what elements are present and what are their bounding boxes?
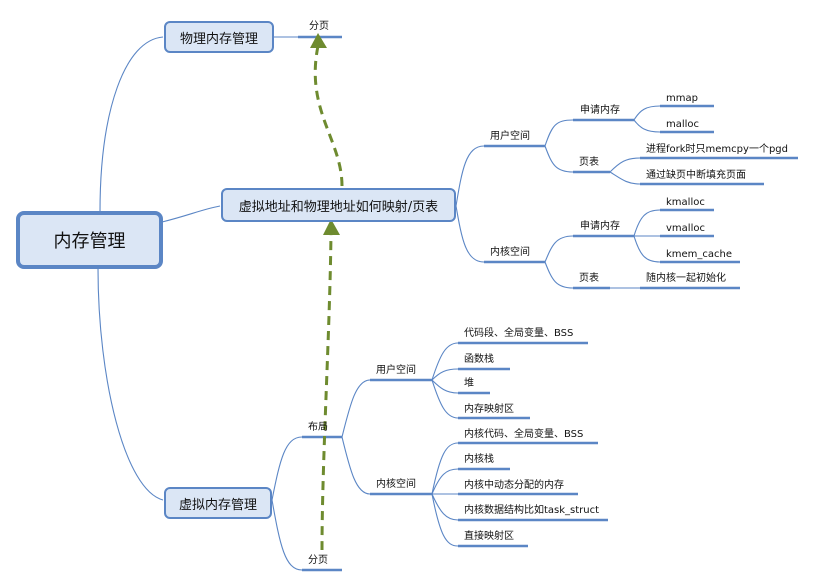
node-kernel-dynamic[interactable]: 内核中动态分配的内存 (464, 480, 564, 491)
link-vkernel-4 (431, 493, 459, 521)
node-vuser-space[interactable]: 用户空间 (376, 365, 416, 376)
node-kernel-code[interactable]: 内核代码、全局变量、BSS (464, 429, 584, 440)
node-mmap-area[interactable]: 内存映射区 (464, 404, 514, 415)
arrowhead-lower (323, 219, 340, 235)
link-vkernel-2 (431, 468, 459, 495)
link-pt-fork (609, 157, 641, 173)
link-virtual-paging (271, 499, 303, 571)
node-kmalloc[interactable]: kmalloc (666, 197, 705, 208)
node-vmalloc[interactable]: vmalloc (666, 223, 705, 234)
node-layout[interactable]: 布局 (308, 422, 328, 433)
link-vuser-3 (431, 379, 459, 394)
node-malloc[interactable]: malloc (666, 119, 700, 130)
node-direct-map[interactable]: 直接映射区 (464, 531, 514, 542)
node-task-struct[interactable]: 内核数据结构比如task_struct (464, 505, 600, 516)
node-kmem-cache[interactable]: kmem_cache (666, 249, 733, 260)
node-page-fault[interactable]: 通过缺页中断填充页面 (646, 170, 746, 181)
node-user-space[interactable]: 用户空间 (490, 131, 530, 142)
node-mmap[interactable]: mmap (666, 93, 698, 104)
link-alloc-mmap (633, 105, 661, 121)
node-user-alloc[interactable]: 申请内存 (580, 105, 620, 116)
node-heap[interactable]: 堆 (464, 378, 474, 389)
arrowhead-upper (310, 33, 327, 48)
node-fork-pgd[interactable]: 进程fork时只memcpy一个pgd (646, 144, 788, 155)
node-kernel-pt[interactable]: 页表 (579, 273, 599, 284)
branch-physical[interactable]: 物理内存管理 (164, 21, 274, 53)
link-alloc-malloc (633, 119, 661, 133)
link-layout-kernel (341, 436, 371, 495)
link-kalloc-kmemcache (633, 235, 661, 263)
root-node[interactable]: 内存管理 (16, 211, 163, 269)
link-kernel-pt (544, 261, 574, 289)
node-user-pt[interactable]: 页表 (579, 157, 599, 168)
link-kalloc-kmalloc (633, 209, 661, 237)
link-mapping-user (455, 145, 485, 207)
node-kernel-space[interactable]: 内核空间 (490, 247, 530, 258)
dashed-arrow-upper (313, 45, 344, 187)
link-root-mapping (161, 205, 221, 223)
link-user-alloc (544, 119, 574, 147)
link-mapping-kernel (455, 205, 485, 263)
link-pt-fault (609, 171, 641, 185)
link-user-pt (544, 145, 574, 173)
link-root-virtual (97, 267, 164, 501)
link-vuser-4 (431, 379, 459, 419)
node-kernel-init[interactable]: 随内核一起初始化 (646, 273, 726, 284)
link-virtual-layout (271, 436, 303, 501)
dashed-arrow-lower (320, 231, 333, 551)
link-kernel-alloc (544, 235, 574, 263)
node-code-segment[interactable]: 代码段、全局变量、BSS (464, 328, 574, 339)
link-vuser-1 (431, 342, 459, 381)
node-virtual-paging[interactable]: 分页 (308, 555, 328, 566)
node-kernel-stack[interactable]: 内核栈 (464, 454, 494, 465)
branch-mapping[interactable]: 虚拟地址和物理地址如何映射/页表 (221, 188, 456, 222)
link-vkernel-1 (431, 442, 459, 495)
link-root-physical (99, 36, 164, 213)
node-func-stack[interactable]: 函数栈 (464, 354, 494, 365)
node-vkernel-space[interactable]: 内核空间 (376, 479, 416, 490)
link-vkernel-5 (431, 493, 459, 547)
link-vuser-2 (431, 368, 459, 381)
node-kernel-alloc[interactable]: 申请内存 (580, 221, 620, 232)
node-physical-paging[interactable]: 分页 (309, 21, 329, 32)
branch-virtual[interactable]: 虚拟内存管理 (164, 487, 272, 519)
link-layout-user (341, 379, 371, 438)
